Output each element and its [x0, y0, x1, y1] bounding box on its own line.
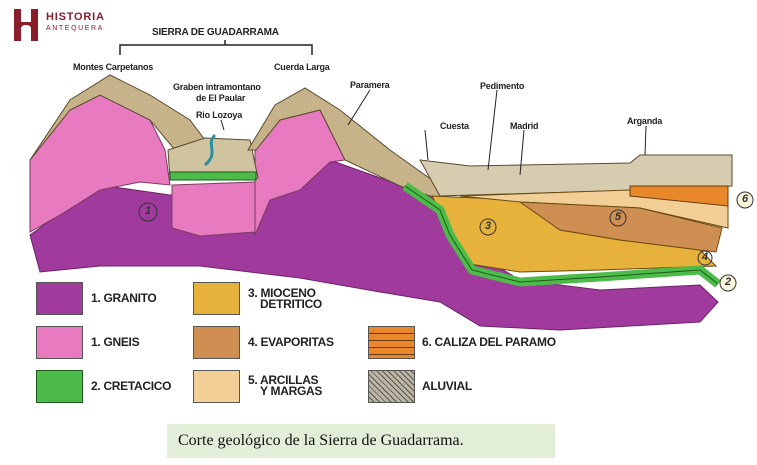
legend-label-cretacico: 2. CRETACICO — [91, 379, 172, 393]
legend-mioceno-line2: DETRITICO — [260, 297, 322, 311]
label-pedimento: Pedimento — [480, 81, 525, 91]
label-cuesta: Cuesta — [440, 121, 469, 131]
evaporitas-layer — [518, 201, 723, 253]
unit-6-marker — [736, 191, 754, 209]
legend-label-granito: 1. GRANITO — [91, 291, 157, 305]
legend-mioceno-line1: 3. MIOCENO — [248, 286, 316, 300]
unit-2-number: 2 — [725, 276, 732, 288]
label-madrid: Madrid — [510, 121, 539, 131]
unit-2-marker — [719, 274, 737, 292]
historia-antequera-logo-icon — [14, 9, 38, 41]
legend-swatch-aluvial — [368, 370, 415, 403]
label-arganda: Arganda — [627, 116, 663, 126]
legend-swatch-gneis — [36, 326, 83, 359]
unit-1-marker — [138, 202, 158, 222]
unit-6-number: 6 — [742, 193, 749, 205]
legend-label-evaporitas: 4. EVAPORITAS — [248, 335, 334, 349]
legend-swatch-arcillas — [193, 370, 240, 403]
label-el-paular: de El Paular — [196, 93, 246, 103]
gneiss-center — [171, 181, 256, 237]
unit-1-number: 1 — [145, 205, 152, 217]
legend-swatch-caliza — [368, 326, 415, 359]
label-montes-carpetanos: Montes Carpetanos — [73, 62, 154, 72]
unit-3-marker — [479, 218, 497, 236]
unit-5-marker — [609, 209, 627, 227]
legend-label-gneis: 1. GNEIS — [91, 335, 140, 349]
unit-5-number: 5 — [615, 211, 622, 223]
diagram-title: SIERRA DE GUADARRAMA — [152, 27, 279, 38]
label-cuerda-larga: Cuerda Larga — [274, 62, 330, 72]
legend-label-aluvial: ALUVIAL — [422, 379, 472, 393]
figure-caption: Corte geológico de la Sierra de Guadarra… — [167, 424, 555, 458]
logo-text: HISTORIA — [46, 11, 105, 23]
legend-swatch-cretacico — [36, 370, 83, 403]
rio-lozoya-river — [203, 133, 217, 167]
legend-arcillas-line1: 5. ARCILLAS — [248, 373, 319, 387]
unit-4-marker — [697, 250, 713, 266]
geological-cross-section — [29, 40, 754, 331]
legend-swatch-evaporitas — [193, 326, 240, 359]
legend-arcillas-line2: Y MARGAS — [260, 384, 323, 398]
graben-cretaceous — [169, 171, 257, 181]
title-bracket — [119, 40, 313, 55]
logo-subtext: ANTEQUERA — [46, 25, 104, 32]
legend-swatch-mioceno — [193, 282, 240, 315]
caliza-layer — [629, 185, 729, 207]
legend-label-caliza: 6. CALIZA DEL PARAMO — [422, 335, 556, 349]
label-rio-lozoya: Rio Lozoya — [196, 110, 243, 120]
legend-swatch-granito — [36, 282, 83, 315]
unit-3-number: 3 — [485, 220, 492, 232]
label-paramera: Paramera — [350, 80, 390, 90]
unit-4-number: 4 — [702, 251, 709, 263]
label-graben: Graben intramontano — [173, 82, 261, 92]
